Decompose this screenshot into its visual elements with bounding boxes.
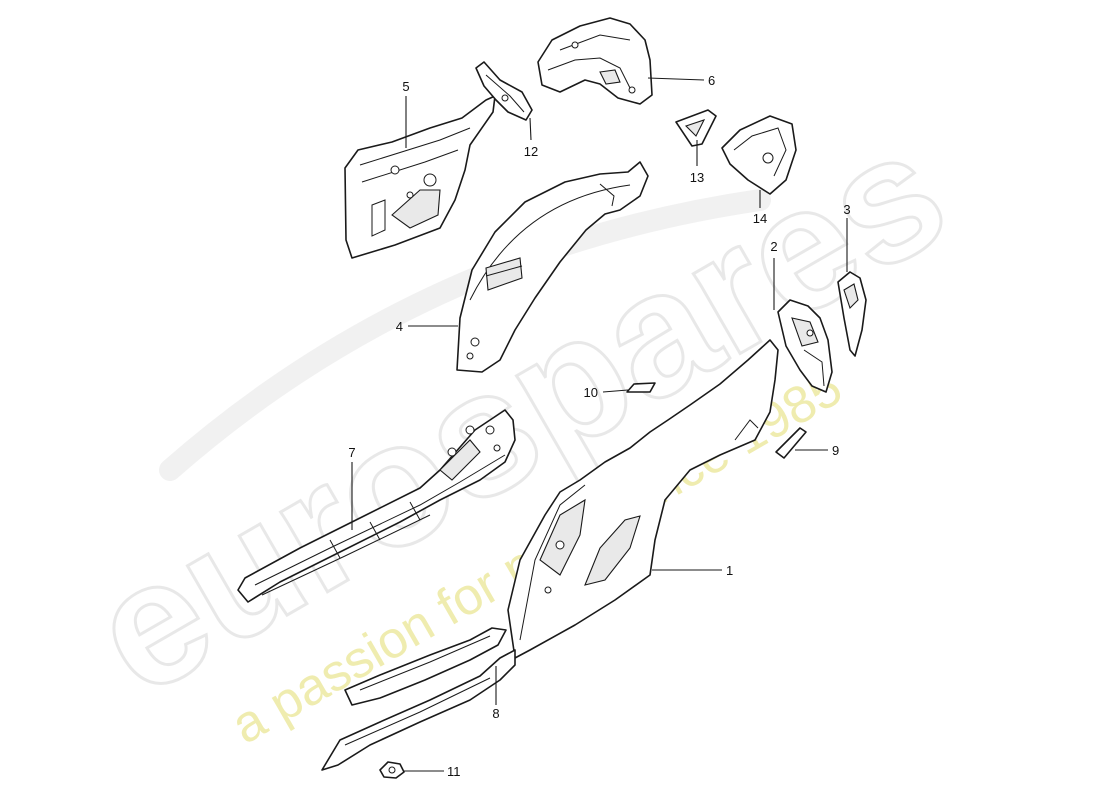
part-11-grommet[interactable] [379, 761, 405, 779]
part-7-sill-member[interactable] [237, 409, 516, 603]
callout-8[interactable]: 8 [492, 706, 499, 721]
part-12-bracket[interactable] [475, 61, 533, 121]
part-1-outer-quarter-panel[interactable] [507, 339, 779, 659]
part-4-wheel-housing[interactable] [456, 161, 649, 373]
callout-10[interactable]: 10 [584, 385, 598, 400]
callout-2[interactable]: 2 [770, 239, 777, 254]
watermark-swoosh [159, 189, 771, 481]
callout-labels: 5 12 6 13 14 2 3 4 10 9 7 1 8 11 [348, 73, 850, 779]
callout-13[interactable]: 13 [690, 170, 704, 185]
callout-14[interactable]: 14 [753, 211, 767, 226]
part-14-triangular-cover[interactable] [721, 115, 797, 195]
callout-5[interactable]: 5 [402, 79, 409, 94]
callout-1[interactable]: 1 [726, 563, 733, 578]
callout-4[interactable]: 4 [396, 319, 403, 334]
part-3-narrow-panel[interactable] [837, 271, 867, 357]
part-5-inner-quarter-panel[interactable] [344, 95, 496, 259]
part-6-upper-inner-arch[interactable] [537, 17, 653, 105]
part-9-strip[interactable] [775, 427, 807, 459]
callout-9[interactable]: 9 [832, 443, 839, 458]
leader-lines [351, 77, 848, 772]
callout-12[interactable]: 12 [524, 144, 538, 159]
callout-6[interactable]: 6 [708, 73, 715, 88]
callout-3[interactable]: 3 [843, 202, 850, 217]
callout-7[interactable]: 7 [348, 445, 355, 460]
part-2-rear-bracket[interactable] [777, 299, 833, 393]
part-10-clip[interactable] [626, 382, 656, 393]
part-13-small-plate[interactable] [675, 109, 717, 147]
callout-11[interactable]: 11 [447, 764, 461, 779]
part-8-sill-cover[interactable] [321, 627, 516, 771]
